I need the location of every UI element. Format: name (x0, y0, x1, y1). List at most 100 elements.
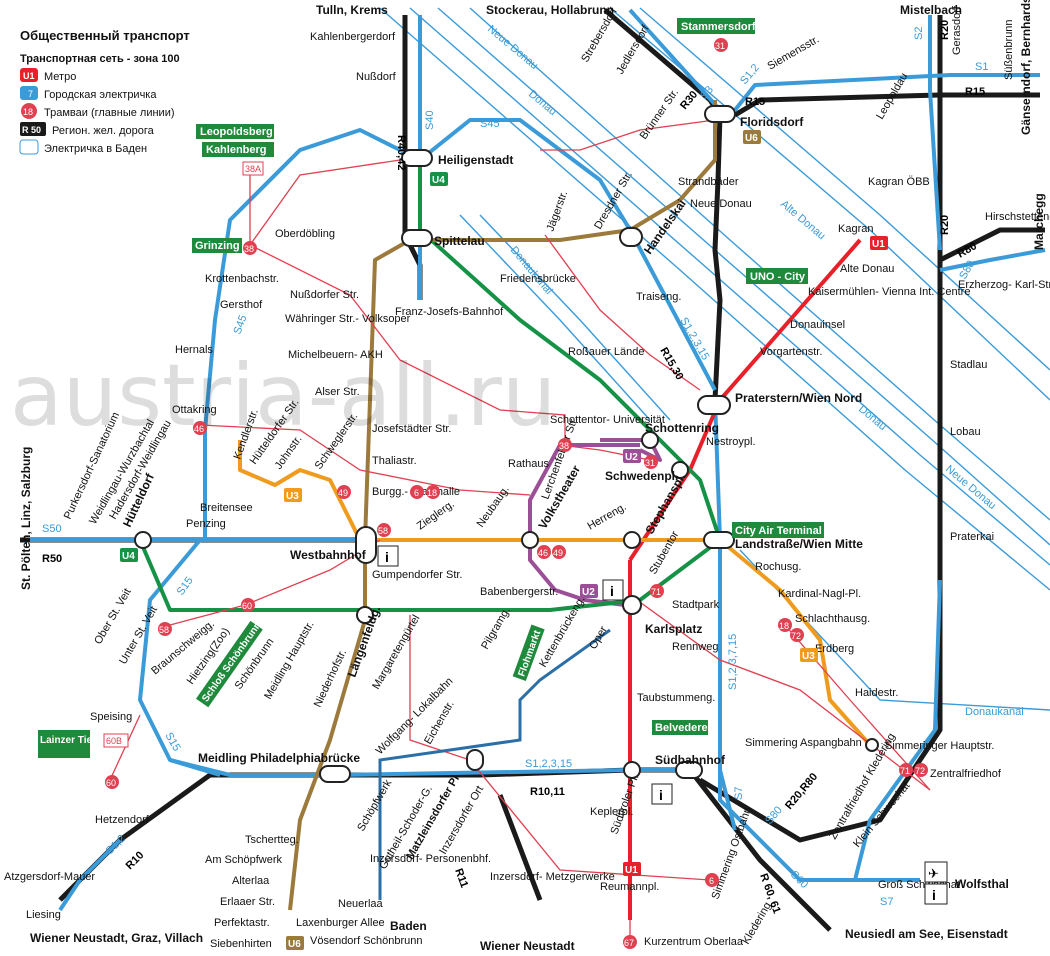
st-hetzendorf: Hetzendorf (95, 814, 150, 826)
legend-tram-code: 18 (23, 107, 33, 117)
st-babenberger: Babenbergerstr. (480, 586, 558, 598)
st-alser: Alser Str. (315, 386, 360, 398)
st-laxenburger: Laxenburger Allee (296, 917, 385, 929)
st-gumpendorfer: Gumpendorfer Str. (372, 569, 463, 581)
interchange-markers (134, 105, 879, 783)
hub-heiligenstadt: Heiligenstadt (438, 153, 513, 167)
st-schlachthausg: Schlachthausg. (795, 613, 870, 625)
box-belvedere: Belvedere (655, 722, 708, 734)
lbl-s15: S15 (175, 575, 196, 598)
st-erzherzog: Erzherzog- Karl-Str. (958, 279, 1050, 291)
baden-line (378, 628, 611, 900)
st-simmeringer: Simmeringer Hauptstr. (885, 740, 994, 752)
st-franz-josefs: Franz-Josefs-Bahnhof (395, 306, 504, 318)
badge-38a: 38A (245, 164, 261, 174)
st-traiseng: Traiseng. (636, 291, 681, 303)
lbl-s1: S1 (975, 61, 988, 73)
badge-u4-heiligenstadt: U4 (432, 175, 445, 186)
st-unter-st-veit: Unter St. Veit (117, 604, 160, 666)
watermark: austria-all.ru (10, 346, 556, 446)
st-herreng: Herreng. (586, 501, 629, 533)
st-kardinal: Kardinal-Nagl-Pl. (778, 588, 861, 600)
st-kagran: Kagran (838, 223, 873, 235)
badge-u4-huetteldorf: U4 (122, 551, 135, 562)
tram-38-grinzing: 38 (244, 244, 254, 254)
lbl-s7b: S7 (880, 896, 893, 908)
st-zentralfriedhof: Zentralfriedhof (930, 768, 1002, 780)
st-pilgramg: Pilgramg. (479, 605, 513, 651)
st-rochusg: Rochusg. (755, 561, 801, 573)
lbl-s45: S45 (480, 118, 500, 130)
lbl-s40: S40 (424, 110, 436, 130)
st-kettenbrueckeng: Kettenbrückeng. (537, 594, 587, 669)
st-rennweg: Rennweg (672, 641, 718, 653)
st-tscherttegg: Tschertteg. (245, 834, 299, 846)
terminus-baden: Baden (390, 919, 427, 933)
lbl-s1-2-3-15b: S1,2,3,15 (525, 758, 572, 770)
lbl-r15: R15 (745, 96, 765, 108)
st-praterkai: Praterkai (950, 531, 994, 543)
terminus-stpoelten: St. Pölten, Linz, Salzburg (19, 447, 33, 590)
st-siemensstr: Siemensstr. (766, 33, 822, 72)
st-perfektastr: Perfektastr. (214, 917, 270, 929)
st-inzersdorf-p: Inzersdorf- Personenbhf. (370, 853, 491, 865)
legend-ubahn-icon (20, 68, 38, 82)
legend-tram-icon (21, 103, 37, 119)
river-neue-donau-2: Neue Donau (943, 463, 998, 512)
lbl-r10-11: R10,11 (530, 786, 565, 798)
legend-rail-icon (20, 122, 46, 136)
legend-ubahn-code: U1 (23, 71, 35, 81)
terminus-stockerau: Stockerau, Hollabrunn (486, 3, 614, 17)
lbl-s45b: S45 (232, 314, 250, 337)
st-kahlenbergerdorf: Kahlenbergerdorf (310, 31, 396, 43)
terminus-marchegg: Marchegg (1032, 193, 1046, 250)
st-oper: Oper (587, 624, 610, 651)
st-josefstaedter: Josefstädter Str. (372, 423, 451, 435)
river-donau-2: Donau (856, 403, 889, 433)
legend-rail-label: Регион. жел. дорога (52, 125, 155, 137)
st-ober-st-veit: Ober St. Veit (92, 586, 134, 646)
st-rathaus: Rathaus (508, 458, 549, 470)
st-margaretenguertel: Margaretengürtel (370, 613, 422, 692)
st-nussdorf: Nußdorf (356, 71, 397, 83)
st-hirschstetten: Hirschstetten- Aspern (985, 211, 1050, 223)
st-jaegerstr: Jägerstr. (545, 189, 571, 233)
box-grinzing: Grinzing (195, 240, 240, 252)
st-jedlersdorf: Jedlersdorf (614, 23, 652, 77)
terminus-wr-neustadt-graz: Wiener Neustadt, Graz, Villach (30, 931, 203, 945)
tram-72: 72 (791, 631, 801, 641)
terminus-wr-neustadt: Wiener Neustadt (480, 939, 575, 953)
box-flohmarkt: Flohmarkt (517, 628, 544, 678)
st-kurzentrum: Kurzentrum Oberlaa (644, 936, 744, 948)
badge-u6-siebenhirten: U6 (288, 939, 301, 950)
badge-u3-ottakring: U3 (286, 491, 299, 502)
terminus-neusiedl: Neusiedl am See, Eisenstadt (845, 927, 1008, 941)
st-neue-donau: Neue Donau (690, 198, 752, 210)
tram-31: 31 (715, 41, 725, 51)
svg-text:i: i (610, 583, 614, 599)
tram-18-b: 18 (779, 621, 789, 631)
st-meidling-hpt: Meidling Hauptstr. (262, 619, 316, 701)
st-thaliastr: Thaliastr. (372, 455, 417, 467)
lbl-r40-42: R40,42 (395, 135, 407, 170)
tram-46-volkstheater: 46 (538, 548, 548, 558)
badge-u6-floridsdorf: U6 (745, 133, 758, 144)
green-destination-boxes: Leopoldsberg Kahlenberg Grinzing Stammer… (38, 18, 824, 758)
st-kaisermuehlen: Kaisermühlen- Vienna Int. Centre (808, 286, 970, 298)
legend-sbahn-icon (20, 86, 38, 100)
st-krottenbachstr: Krottenbachstr. (205, 273, 279, 285)
badge-u2-karlsplatz: U2 (582, 587, 595, 598)
terminus-mistelbach: Mistelbach (900, 3, 962, 17)
st-liesing: Liesing (26, 909, 61, 921)
st-erlaaer: Erlaaer Str. (220, 896, 275, 908)
river-neue-donau: Neue Donau (485, 23, 540, 72)
lbl-r20b: R20 (939, 215, 951, 235)
lbl-r15b: R15 (965, 86, 985, 98)
st-gersthof: Gersthof (220, 299, 263, 311)
tram-71-b: 71 (900, 766, 910, 776)
st-schoepfwerk: Schöpfwerk (355, 777, 394, 833)
terminus-gaenserndorf: Gänserndorf, Bernhardsthal (1019, 0, 1033, 135)
lbl-r11: R11 (452, 867, 470, 890)
terminus-wolfsthal: Wolfsthal (955, 877, 1009, 891)
legend-subtitle: Транспортная сеть - зона 100 (20, 53, 180, 65)
